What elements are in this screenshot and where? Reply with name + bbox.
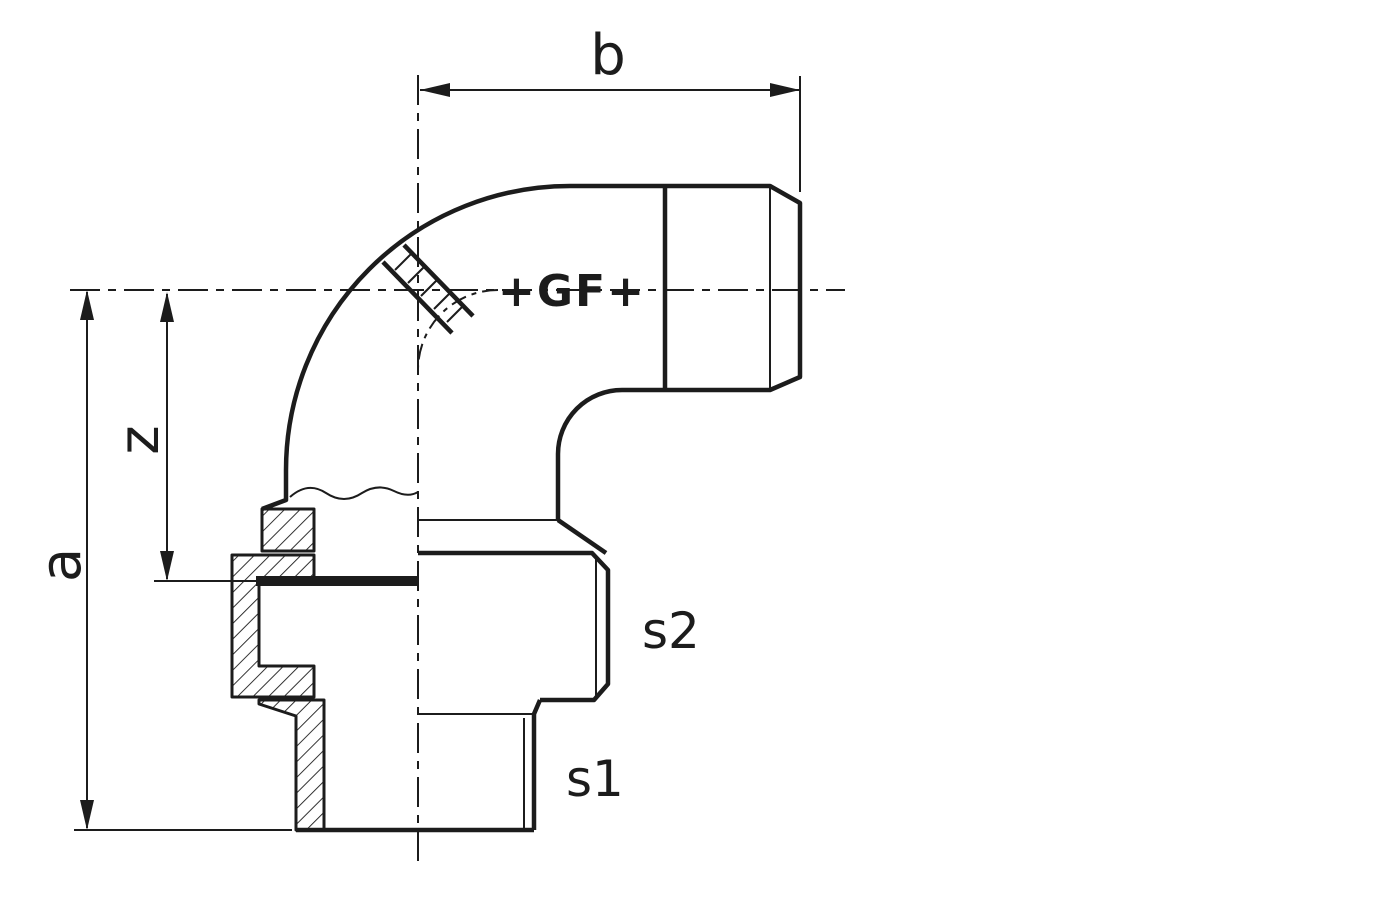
- dimension-b: b: [420, 23, 801, 192]
- arrowhead-up-icon: [80, 290, 94, 320]
- union-section-cut: [230, 507, 418, 832]
- lower-thread-profile: [531, 699, 543, 830]
- section-band-hatch: [407, 265, 426, 284]
- gf-logo: +GF+: [498, 266, 646, 317]
- arrowhead-down-icon: [80, 800, 94, 830]
- section-band-hatch: [446, 304, 465, 323]
- section-band-edge: [402, 243, 475, 318]
- section-band-hatch: [420, 278, 439, 297]
- part-labels: s2 s1: [566, 602, 700, 808]
- label-s2: s2: [642, 602, 700, 660]
- centerlines: [70, 75, 845, 862]
- dimension-a-label: a: [29, 548, 94, 582]
- section-band-edge: [381, 260, 454, 335]
- break-line: [289, 486, 419, 500]
- nut-transition-line: [556, 518, 608, 555]
- dimension-a: a: [29, 290, 292, 831]
- arrowhead-left-icon: [420, 83, 450, 97]
- section-band-hatch: [433, 291, 452, 310]
- label-s1: s1: [566, 750, 624, 808]
- arrowhead-down-icon: [160, 551, 174, 581]
- elbow-inner-profile: [555, 387, 665, 520]
- bend-centerline: [417, 289, 499, 371]
- dimension-z: z: [107, 292, 258, 582]
- elbow-fitting-outline: [261, 183, 803, 833]
- spigot-profile: [665, 183, 803, 393]
- arrowhead-right-icon: [770, 83, 800, 97]
- nut-section: [230, 553, 316, 699]
- elbow-outer-profile: [261, 183, 665, 512]
- pipe-wall-section: [257, 698, 326, 832]
- section-band-hatch: [394, 252, 413, 271]
- union-nut-profile: [418, 550, 611, 703]
- dimension-b-label: b: [590, 23, 626, 88]
- flange-section: [260, 507, 316, 553]
- section-band: [381, 243, 475, 335]
- dimension-z-label: z: [107, 425, 172, 454]
- arrowhead-up-icon: [160, 292, 174, 322]
